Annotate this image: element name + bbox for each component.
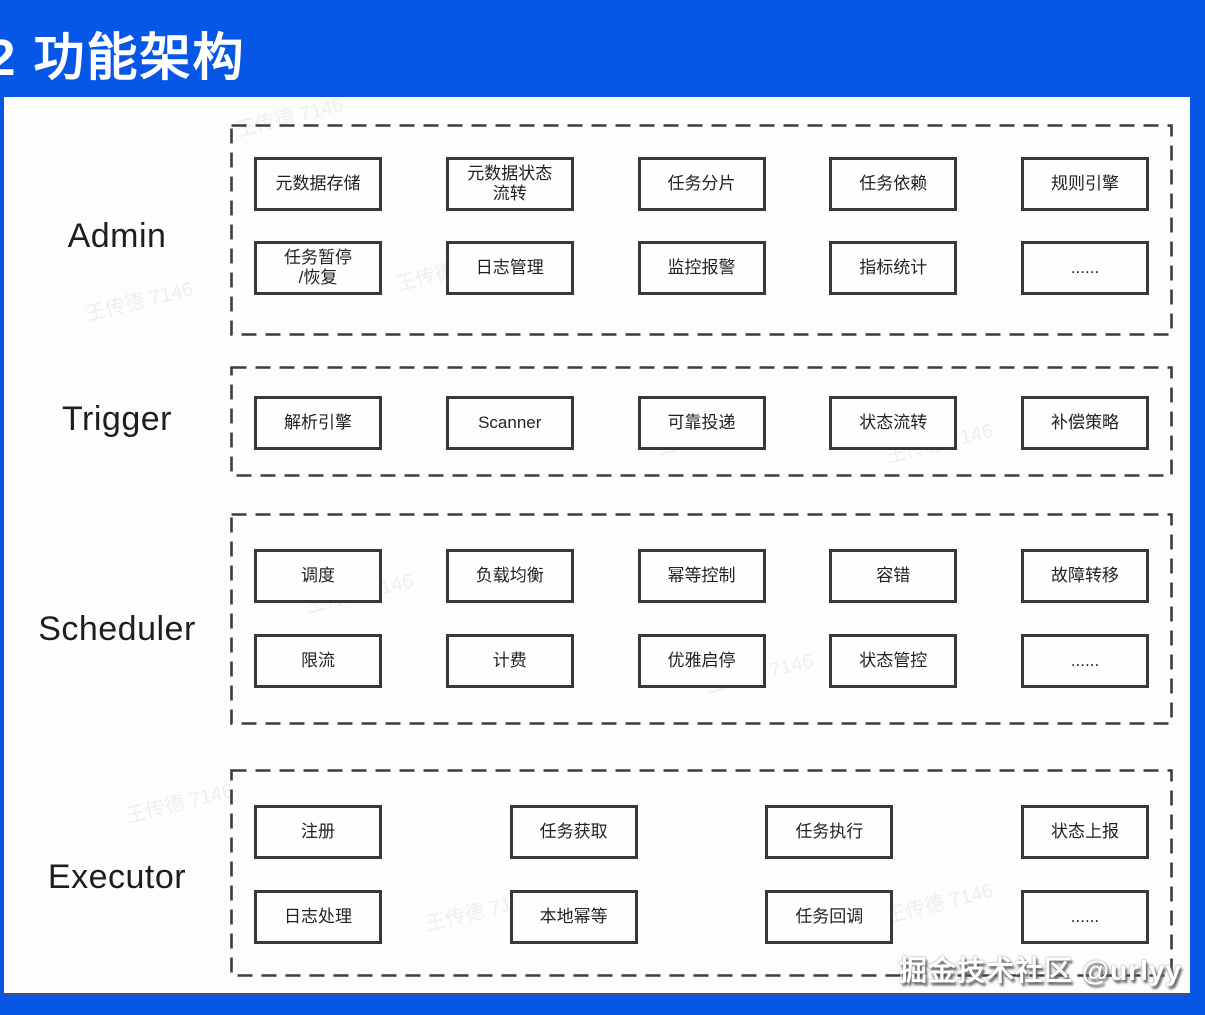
- feature-box: 计费: [445, 634, 574, 688]
- box-row: 调度 负载均衡 幂等控制 容错 故障转移: [254, 549, 1149, 603]
- box-row: 元数据存储 元数据状态 流转 任务分片 任务依赖 规则引擎: [254, 157, 1149, 211]
- feature-box: 任务分片: [637, 157, 766, 211]
- feature-box: 故障转移: [1021, 549, 1149, 603]
- title-bar: 2 功能架构: [0, 0, 1205, 97]
- page-title: 2 功能架构: [0, 29, 246, 86]
- feature-box: 补偿策略: [1021, 396, 1149, 450]
- feature-box: 元数据状态 流转: [445, 157, 574, 211]
- feature-box: 日志管理: [445, 241, 574, 295]
- feature-box: 注册: [254, 805, 382, 859]
- feature-box: ......: [1021, 634, 1149, 688]
- faint-watermark: 王传德 7146: [123, 779, 236, 828]
- box-row: 日志处理 本地幂等 任务回调 ......: [254, 890, 1149, 944]
- dashed-border: [230, 124, 1173, 336]
- layer-label-trigger: Trigger: [62, 400, 172, 438]
- credit-watermark: 掘金技术社区 @urlyy: [898, 955, 1182, 986]
- feature-box: 调度: [254, 549, 382, 603]
- feature-box: 状态上报: [1020, 805, 1149, 859]
- feature-box: 容错: [829, 549, 958, 603]
- feature-box: ......: [1021, 241, 1149, 295]
- feature-box: 状态流转: [829, 396, 958, 450]
- layer-label-executor: Executor: [47, 858, 187, 896]
- diagram-panel: 王传德 7146 王传德 7146 王传德 7146 王传德 7146 王传德 …: [4, 94, 1190, 995]
- layer-container-admin: 元数据存储 元数据状态 流转 任务分片 任务依赖 规则引擎 任务暂停 /恢复 日…: [230, 124, 1173, 336]
- feature-box: 负载均衡: [445, 549, 574, 603]
- layer-label-admin: Admin: [67, 217, 167, 255]
- box-row: 任务暂停 /恢复 日志管理 监控报警 指标统计 ......: [254, 241, 1149, 295]
- feature-box: 日志处理: [254, 890, 382, 944]
- feature-box: 优雅启停: [637, 634, 766, 688]
- feature-box: 指标统计: [829, 241, 958, 295]
- feature-box: 可靠投递: [637, 396, 766, 450]
- feature-box: 幂等控制: [637, 549, 766, 603]
- box-row: 解析引擎 Scanner 可靠投递 状态流转 补偿策略: [254, 396, 1149, 450]
- layer-label-scheduler: Scheduler: [38, 610, 196, 648]
- feature-box: 任务依赖: [829, 157, 958, 211]
- faint-watermark: 王传德 7146: [83, 277, 196, 326]
- feature-box: 元数据存储: [254, 157, 382, 211]
- feature-box: 任务执行: [765, 805, 894, 859]
- feature-box: 状态管控: [829, 634, 958, 688]
- feature-box: Scanner: [445, 396, 574, 450]
- layer-container-scheduler: 调度 负载均衡 幂等控制 容错 故障转移 限流 计费 优雅启停 状态管控 ...…: [230, 513, 1173, 725]
- feature-box: 监控报警: [637, 241, 766, 295]
- feature-box: 限流: [254, 634, 382, 688]
- box-row: 限流 计费 优雅启停 状态管控 ......: [254, 634, 1149, 688]
- feature-box: ......: [1020, 890, 1149, 944]
- dashed-border: [230, 769, 1173, 977]
- layer-container-executor: 注册 任务获取 任务执行 状态上报 日志处理 本地幂等 任务回调 ......: [230, 769, 1173, 977]
- feature-box: 本地幂等: [509, 890, 638, 944]
- feature-box: 任务暂停 /恢复: [254, 241, 382, 295]
- layer-container-trigger: 解析引擎 Scanner 可靠投递 状态流转 补偿策略: [230, 366, 1173, 477]
- dashed-border: [230, 366, 1173, 477]
- feature-box: 解析引擎: [254, 396, 382, 450]
- feature-box: 规则引擎: [1021, 157, 1149, 211]
- dashed-border: [230, 513, 1173, 725]
- feature-box: 任务获取: [509, 805, 638, 859]
- box-row: 注册 任务获取 任务执行 状态上报: [254, 805, 1149, 859]
- feature-box: 任务回调: [765, 890, 894, 944]
